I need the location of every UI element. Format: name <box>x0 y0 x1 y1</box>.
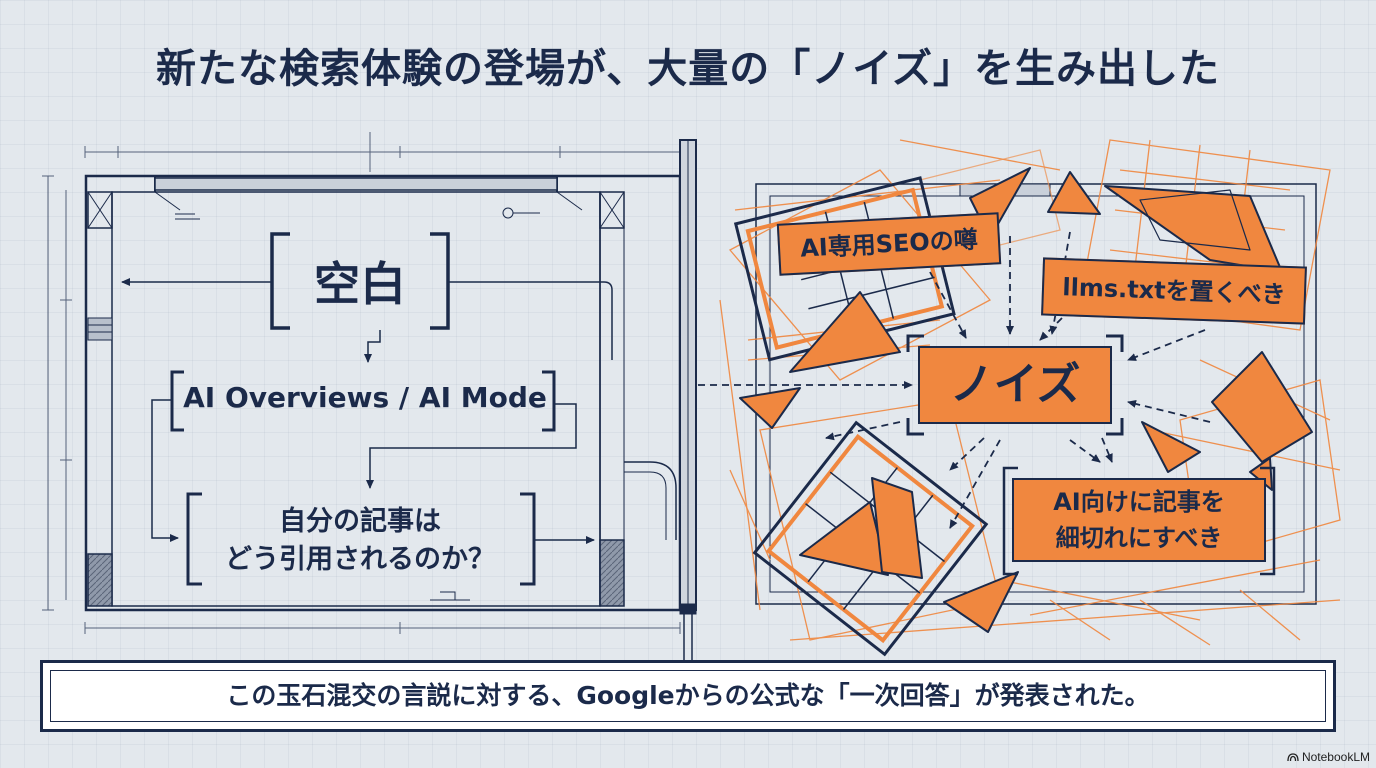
rumor-chunk-line-1: AI向けに記事を <box>1053 488 1225 516</box>
blank-label: 空白 <box>314 257 406 311</box>
orange-shards <box>739 167 1313 633</box>
citation-question: 自分の記事は どう引用されるのか？ <box>190 503 530 579</box>
footer-banner: この玉石混交の言説に対する、Googleからの公式な「一次回答」が発表された。 <box>40 660 1336 732</box>
footer-text: この玉石混交の言説に対する、Googleからの公式な「一次回答」が発表された。 <box>50 670 1326 722</box>
left-flow <box>121 232 613 586</box>
brand-name: NotebookLM <box>1301 750 1370 764</box>
noise-arrows <box>698 231 1211 529</box>
rumor-chunk-articles: AI向けに記事を 細切れにすべき <box>1012 478 1266 562</box>
question-line-2: どう引用されるのか？ <box>225 544 495 575</box>
rumor-llms-txt: llms.txtを置くべき <box>1041 257 1307 325</box>
center-divider <box>679 139 697 660</box>
left-blueprint <box>42 132 682 634</box>
ai-overviews-label: AI Overviews / AI Mode <box>183 381 547 414</box>
brand-mark: NotebookLM <box>1287 750 1370 764</box>
noise-label: ノイズ <box>918 346 1112 424</box>
rumor-chunk-line-2: 細切れにすべき <box>1055 524 1223 552</box>
question-line-1: 自分の記事は <box>279 506 441 537</box>
page-title: 新たな検索体験の登場が、大量の「ノイズ」を生み出した <box>156 46 1220 92</box>
noise-brackets <box>906 334 1276 576</box>
notebooklm-icon <box>1287 753 1299 762</box>
